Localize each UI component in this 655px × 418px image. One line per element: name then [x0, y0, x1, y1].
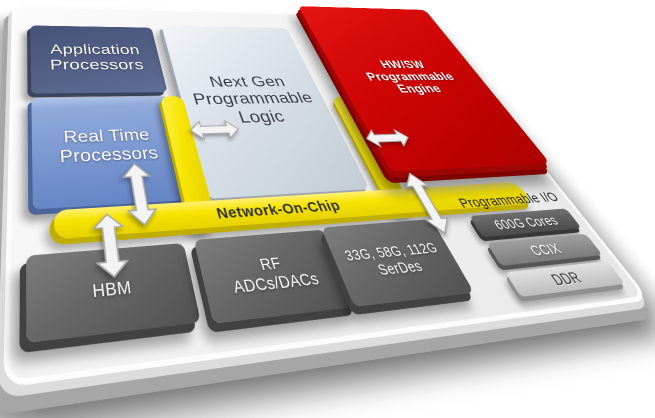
serdes-label: 33G, 58G, 112G SerDes	[342, 239, 441, 279]
programmable-engine-label: HW/SW Programmable Engine	[363, 58, 458, 96]
io-bar-ddr-label: DDR	[547, 268, 585, 289]
bidirectional-arrow-icon-noc-to-logic	[187, 120, 242, 140]
block-application-processors: Application Processors	[30, 25, 168, 94]
io-bar-ccix-label: CCIX	[525, 239, 565, 259]
rf-adcs-dacs-label: RF ADCs/DACs	[230, 253, 322, 297]
application-processors-label: Application Processors	[49, 42, 146, 73]
io-bar-600g-cores-label: 600G Cores	[490, 212, 562, 233]
hbm-label: HBM	[91, 276, 133, 301]
chip-diagram-scene: Application Processors Real Time Process…	[3, 5, 651, 389]
